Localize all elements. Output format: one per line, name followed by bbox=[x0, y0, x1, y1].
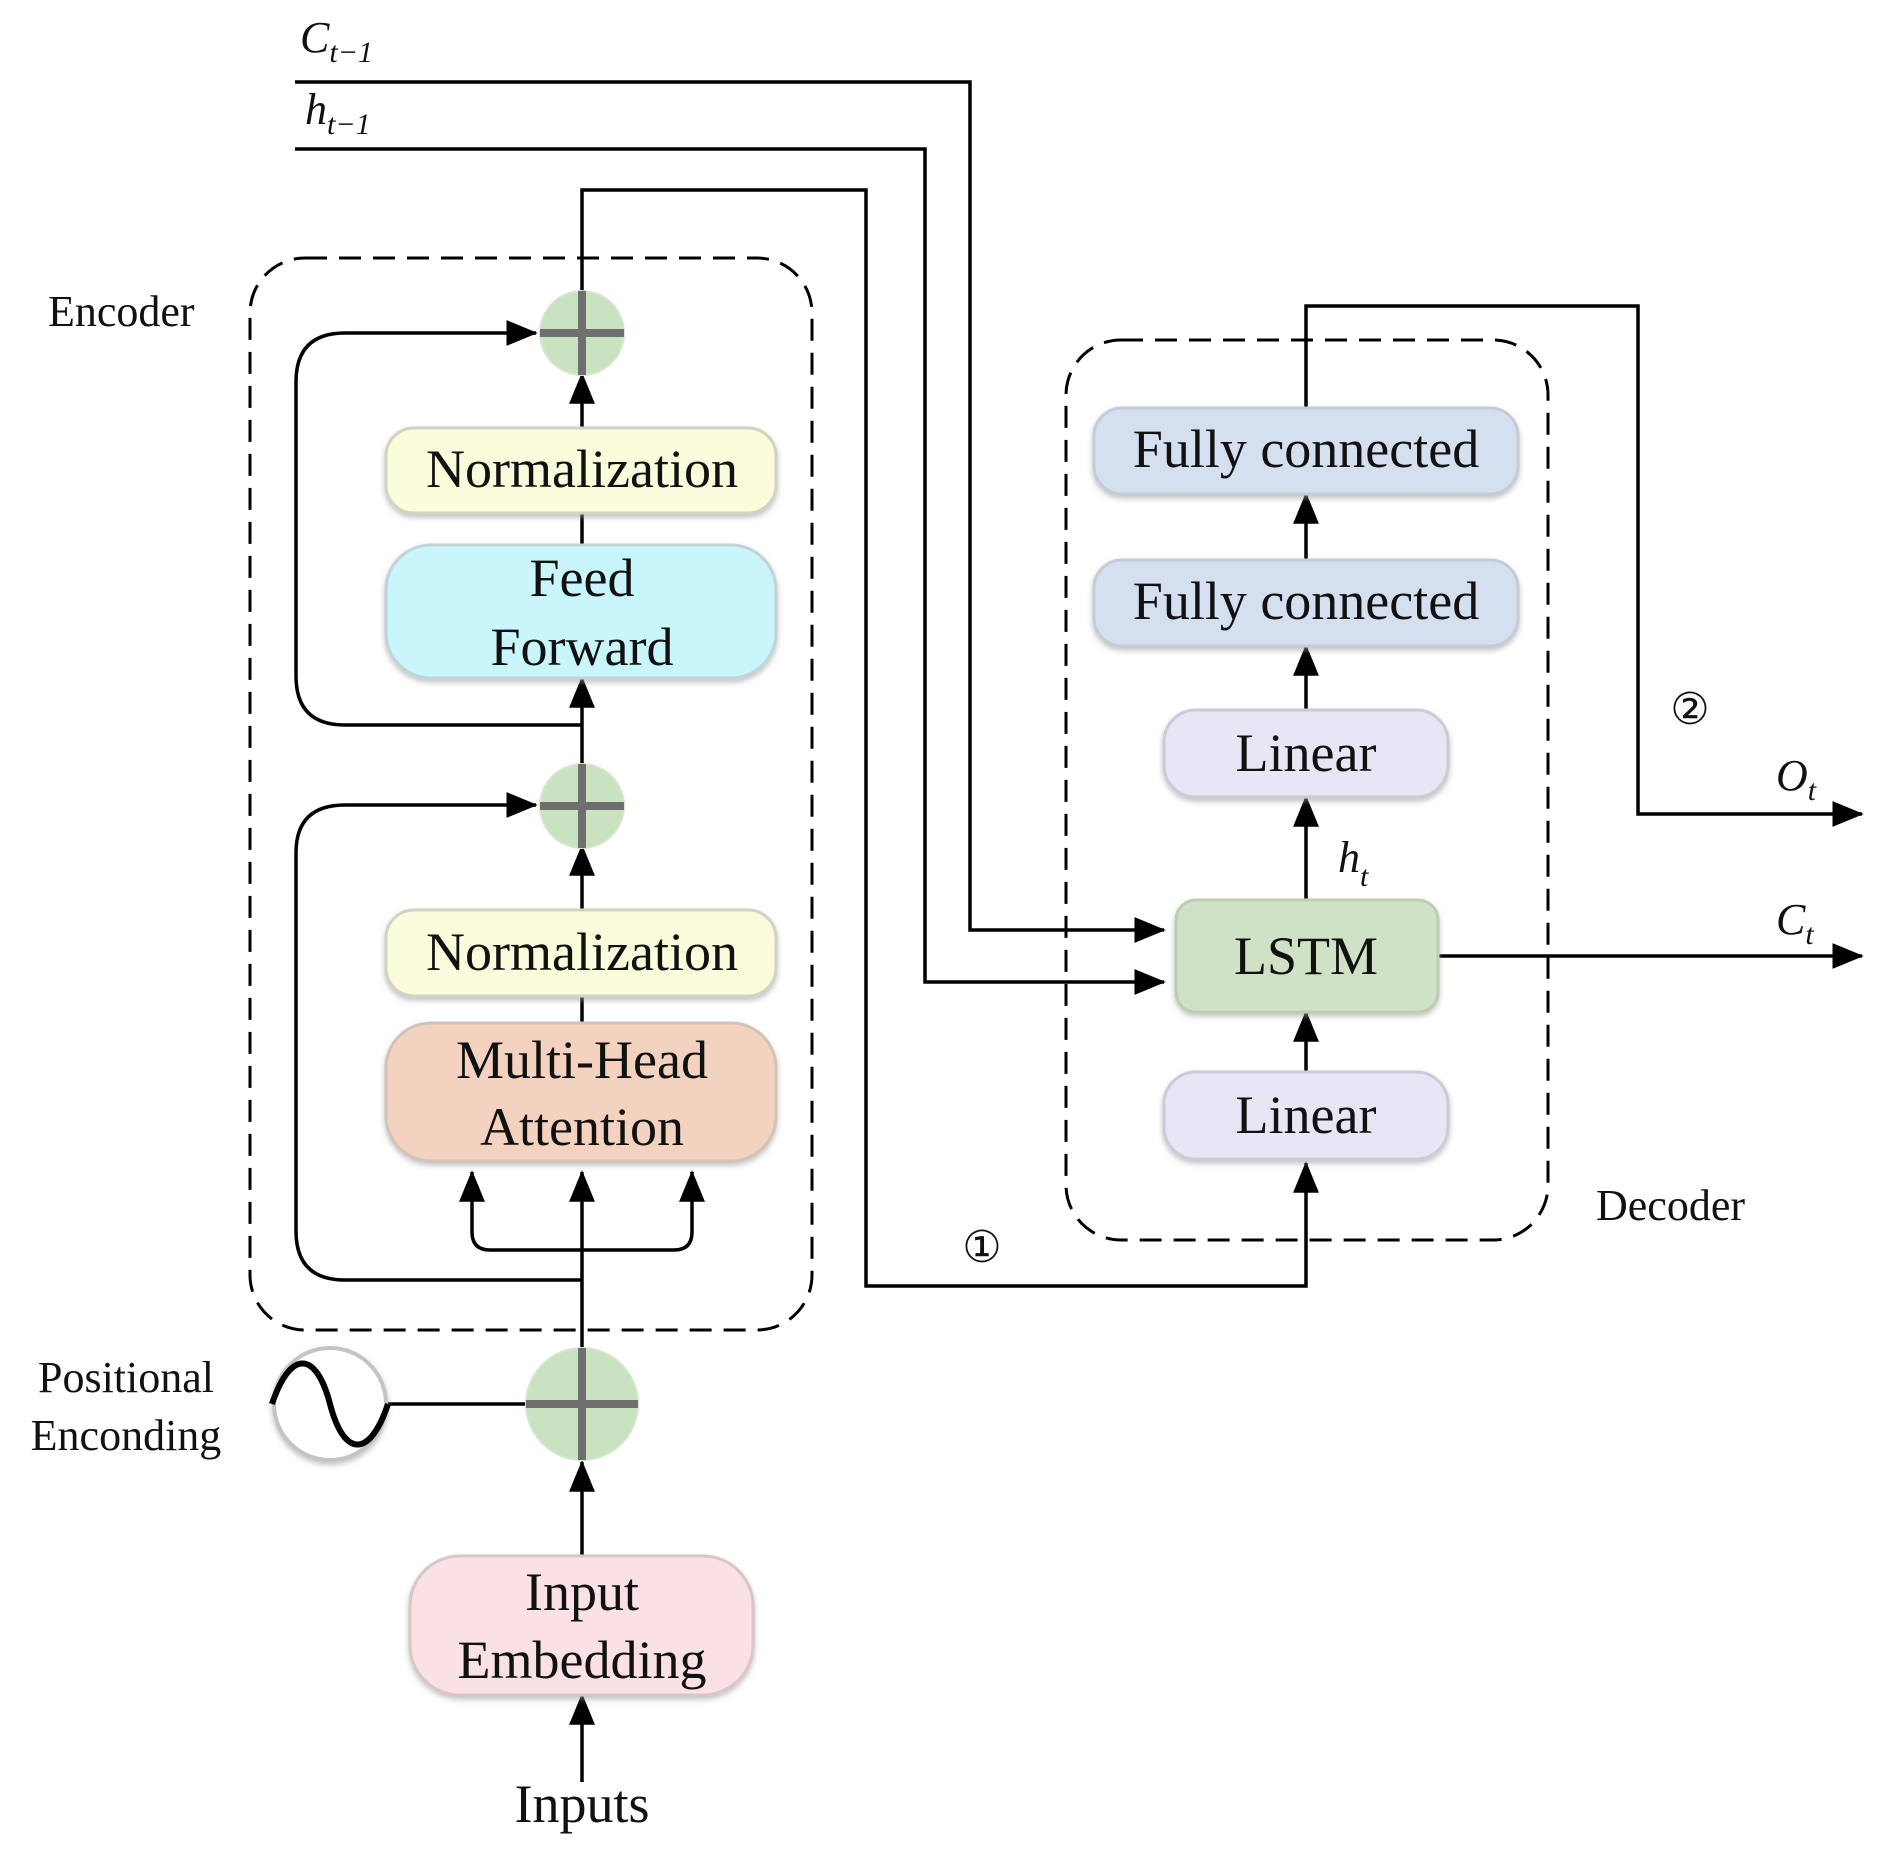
decoder-label: Decoder bbox=[1596, 1181, 1745, 1230]
fc-bottom-label: Fully connected bbox=[1133, 571, 1479, 631]
feed-forward-box: Feed Forward bbox=[384, 543, 778, 680]
attention-input-k-arrow bbox=[459, 1170, 582, 1252]
c-prev-label: Ct−1 bbox=[300, 13, 373, 69]
normalization-bottom-label: Normalization bbox=[426, 922, 738, 982]
fc-top-label: Fully connected bbox=[1133, 419, 1479, 479]
positional-encoding-icon bbox=[269, 1346, 391, 1462]
fully-connected-top-box: Fully connected bbox=[1092, 406, 1520, 496]
encoder-label: Encoder bbox=[48, 287, 195, 336]
encoder-frame bbox=[248, 256, 814, 1332]
encoder-output-wire bbox=[580, 188, 1319, 1288]
h-prev-label: ht−1 bbox=[305, 85, 371, 141]
multi-head-attention-box: Multi-Head Attention bbox=[384, 1021, 778, 1163]
c-prev-wire bbox=[295, 80, 1166, 943]
c-t-label: Ct bbox=[1776, 895, 1814, 951]
adder-middle bbox=[539, 763, 625, 849]
attention-input-q-arrow bbox=[582, 1170, 705, 1252]
o-t-label: Ot bbox=[1776, 751, 1817, 807]
input-embedding-label-line1: Input bbox=[525, 1562, 639, 1622]
inputs-label: Inputs bbox=[515, 1774, 650, 1834]
adder-top bbox=[539, 290, 625, 376]
path-marker-2: ② bbox=[1670, 685, 1709, 734]
feed-forward-label-line2: Forward bbox=[491, 617, 674, 677]
input-embedding-box: Input Embedding bbox=[408, 1554, 755, 1697]
adder-input bbox=[525, 1347, 639, 1461]
lstm-label: LSTM bbox=[1234, 926, 1378, 986]
attention-label-line1: Multi-Head bbox=[456, 1030, 708, 1090]
h-t-label: ht bbox=[1338, 833, 1369, 893]
h-prev-wire bbox=[295, 147, 1166, 995]
positional-label-line1: Positional bbox=[38, 1353, 214, 1402]
input-embedding-label-line2: Embedding bbox=[458, 1630, 707, 1690]
output-wire bbox=[1304, 304, 1864, 827]
lstm-box: LSTM bbox=[1174, 898, 1440, 1014]
normalization-top-box: Normalization bbox=[384, 426, 778, 515]
path-marker-1: ① bbox=[962, 1223, 1001, 1272]
linear-bottom-box: Linear bbox=[1162, 1070, 1450, 1161]
normalization-bottom-box: Normalization bbox=[384, 908, 778, 998]
positional-label-line2: Enconding bbox=[31, 1411, 222, 1460]
attention-label-line2: Attention bbox=[480, 1097, 684, 1157]
residual-skip-2 bbox=[294, 320, 582, 727]
linear-top-box: Linear bbox=[1162, 708, 1450, 799]
linear-bottom-label: Linear bbox=[1236, 1085, 1377, 1145]
linear-top-label: Linear bbox=[1236, 723, 1377, 783]
feed-forward-label-line1: Feed bbox=[530, 548, 635, 608]
residual-skip-1 bbox=[294, 792, 582, 1282]
fully-connected-bottom-box: Fully connected bbox=[1092, 558, 1520, 648]
normalization-top-label: Normalization bbox=[426, 439, 738, 499]
